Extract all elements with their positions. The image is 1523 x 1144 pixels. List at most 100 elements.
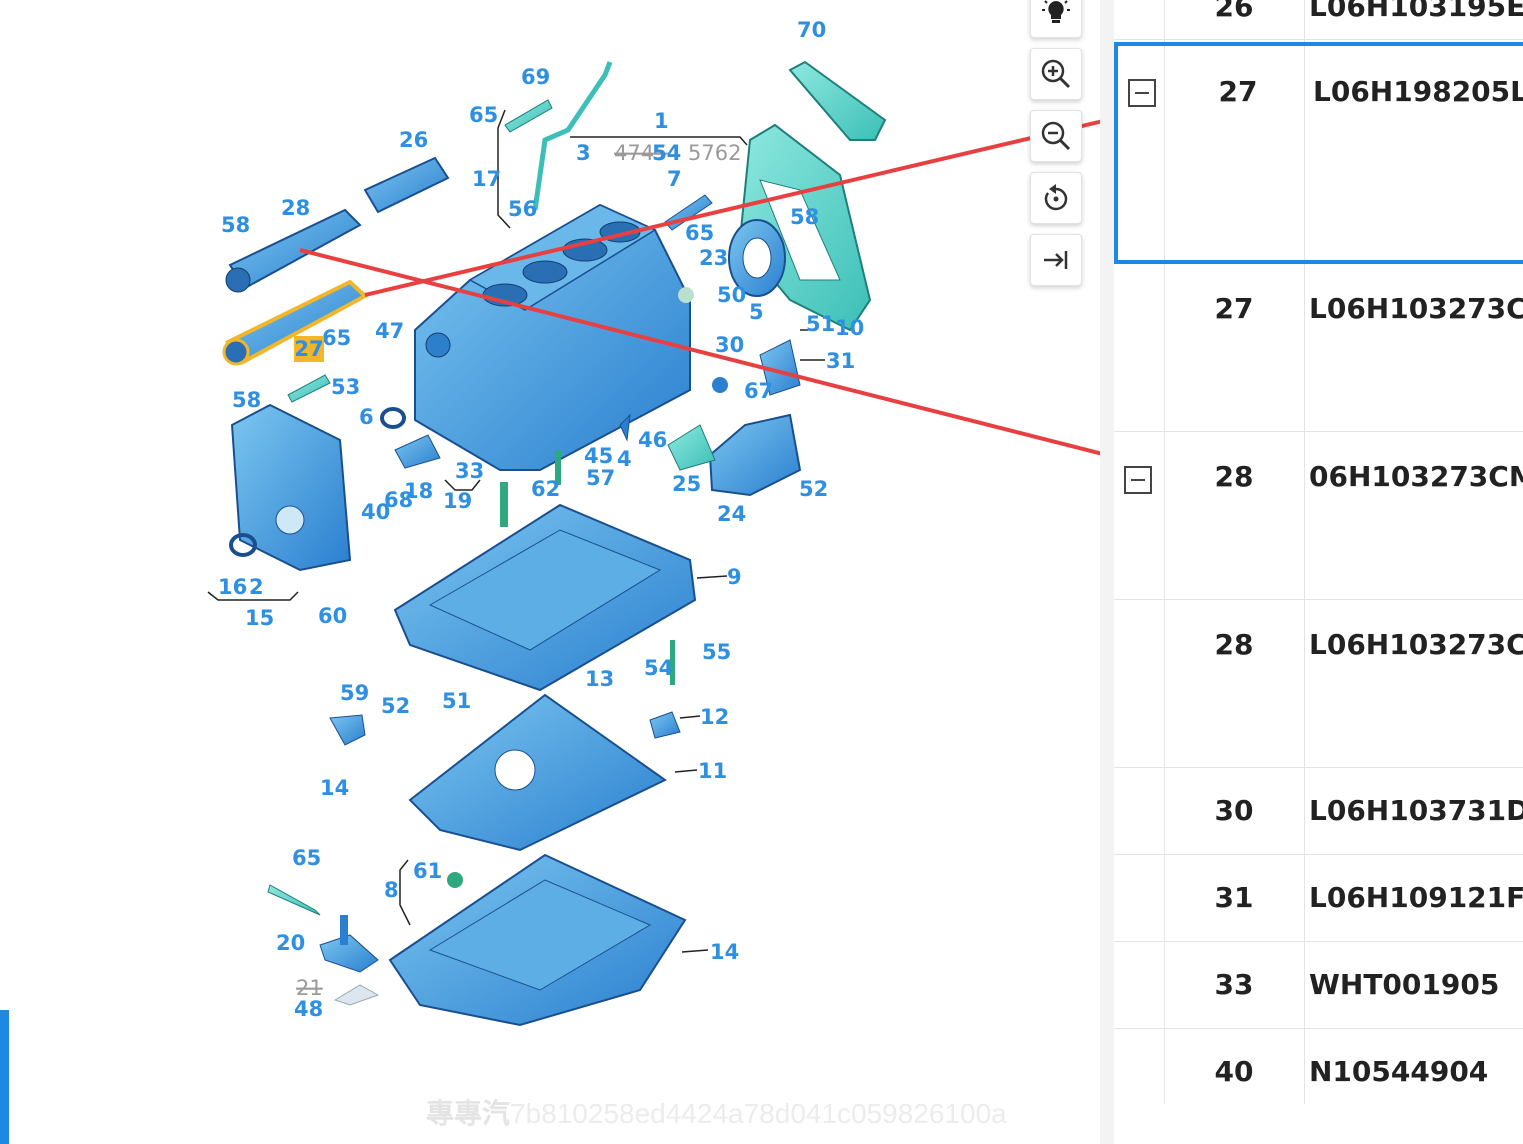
callout-30[interactable]: 30 [715,333,744,357]
callout-27-highlighted[interactable]: 27 [294,336,324,362]
callout-31[interactable]: 31 [826,349,855,373]
callout-4[interactable]: 4 [617,447,632,471]
watermark-id: 7b810258ed4424a78d041c059826100a [510,1098,1007,1129]
parts-row[interactable]: 31 L06H109121F [1114,855,1523,942]
lower-oil-pan-part[interactable] [388,853,687,1027]
callout-5[interactable]: 5 [749,300,764,324]
callout-67[interactable]: 67 [744,379,773,403]
oil-cooler-part[interactable] [667,339,802,497]
crankshaft-seal-part[interactable] [728,219,786,297]
callout-16[interactable]: 16 [218,575,247,599]
upper-oil-pan-part[interactable] [393,503,697,692]
callout-20[interactable]: 20 [276,931,305,955]
callout-54[interactable]: 54 [644,656,673,680]
collapse-toggle-icon[interactable] [1128,79,1156,107]
callout-65[interactable]: 65 [469,103,498,127]
callout-65[interactable]: 65 [685,221,714,245]
callout-58[interactable]: 58 [232,388,261,412]
callout-52[interactable]: 52 [799,477,828,501]
engine-block-diagram[interactable]: 70 69 65 1 26 3 4745 54 5762 17 7 56 28 … [0,0,1100,1144]
callout-3[interactable]: 3 [576,141,591,165]
part-number: L06H103273CK [1309,628,1523,661]
engine-block-part[interactable] [414,203,691,471]
callout-7[interactable]: 7 [667,167,682,191]
callout-15[interactable]: 15 [245,606,274,630]
callout-4745[interactable]: 4745 [614,141,667,165]
zoom-out-button[interactable] [1030,110,1082,162]
part-number: L06H103731D [1309,794,1523,827]
callout-6[interactable]: 6 [359,405,374,429]
exploded-diagram-view[interactable]: 70 69 65 1 26 3 4745 54 5762 17 7 56 28 … [0,0,1100,1144]
balance-shaft-housing-26-part[interactable] [363,156,450,214]
part-number: WHT001905 [1309,968,1500,1001]
callout-50[interactable]: 50 [717,283,746,307]
baffle-plate-part[interactable] [408,693,667,852]
callout-65[interactable]: 65 [322,326,351,350]
callout-10[interactable]: 10 [835,316,864,340]
callout-33[interactable]: 33 [455,459,484,483]
parts-row[interactable]: 28 L06H103273CK [1114,600,1523,768]
callout-8[interactable]: 8 [384,878,399,902]
callout-9[interactable]: 9 [727,565,742,589]
parts-row[interactable]: 27 L06H103273CJ [1114,264,1523,432]
collapse-toggle-icon[interactable] [1124,466,1152,494]
callout-5762[interactable]: 5762 [688,141,741,165]
balance-shaft-28-part[interactable] [225,208,362,293]
callout-65[interactable]: 65 [292,846,321,870]
callout-17[interactable]: 17 [472,167,501,191]
callout-58[interactable]: 58 [221,213,250,237]
callout-24[interactable]: 24 [717,502,746,526]
callout-51[interactable]: 51 [806,312,835,336]
callout-14[interactable]: 14 [710,940,739,964]
callout-58[interactable]: 58 [790,205,819,229]
panel-divider[interactable] [1100,0,1114,1144]
parts-row[interactable]: 26 L06H103195E [1114,0,1523,40]
callout-19[interactable]: 19 [443,489,472,513]
callout-54[interactable]: 54 [652,141,681,165]
timing-cover-part[interactable] [229,403,352,572]
callout-45[interactable]: 45 [584,444,613,468]
parts-row[interactable]: 40 N10544904 [1114,1029,1523,1104]
callout-51[interactable]: 51 [442,689,471,713]
callout-23[interactable]: 23 [699,246,728,270]
callout-18[interactable]: 18 [404,479,433,503]
callout-61[interactable]: 61 [413,859,442,883]
callout-56[interactable]: 56 [508,197,537,221]
callout-11[interactable]: 11 [698,759,727,783]
callout-69[interactable]: 69 [521,65,550,89]
parts-row[interactable]: 28 06H103273CM [1114,432,1523,600]
part-number: N10544904 [1309,1055,1489,1088]
callout-14[interactable]: 14 [320,776,349,800]
parts-row-selected[interactable]: 27 L06H198205L [1114,42,1523,264]
callout-59[interactable]: 59 [340,681,369,705]
callout-52[interactable]: 52 [381,694,410,718]
callout-62[interactable]: 62 [531,477,560,501]
callout-47[interactable]: 47 [375,319,404,343]
callout-21[interactable]: 21 [296,976,323,1000]
column-divider [1304,0,1305,1104]
parts-row[interactable]: 33 WHT001905 [1114,942,1523,1029]
callout-48[interactable]: 48 [294,997,323,1021]
hint-button[interactable] [1030,0,1082,38]
collapse-panel-button[interactable] [1030,234,1082,286]
parts-row[interactable]: 30 L06H103731D [1114,768,1523,855]
reset-view-button[interactable] [1030,172,1082,224]
callout-68[interactable]: 68 [384,488,413,512]
callout-12[interactable]: 12 [700,705,729,729]
balance-shaft-27-highlighted-part[interactable] [222,279,369,366]
callout-28[interactable]: 28 [281,196,310,220]
callout-70[interactable]: 70 [797,18,826,42]
zoom-in-button[interactable] [1030,48,1082,100]
callout-13[interactable]: 13 [585,667,614,691]
callout-labels: 70 69 65 1 26 3 4745 54 5762 17 7 56 28 … [218,18,864,1021]
callout-1[interactable]: 1 [654,109,669,133]
callout-46[interactable]: 46 [638,428,667,452]
callout-25[interactable]: 25 [672,472,701,496]
callout-40[interactable]: 40 [361,500,390,524]
callout-60[interactable]: 60 [318,604,347,628]
callout-2[interactable]: 2 [249,575,264,599]
callout-53[interactable]: 53 [331,375,360,399]
callout-26[interactable]: 26 [399,128,428,152]
callout-57[interactable]: 57 [586,466,615,490]
callout-55[interactable]: 55 [702,640,731,664]
